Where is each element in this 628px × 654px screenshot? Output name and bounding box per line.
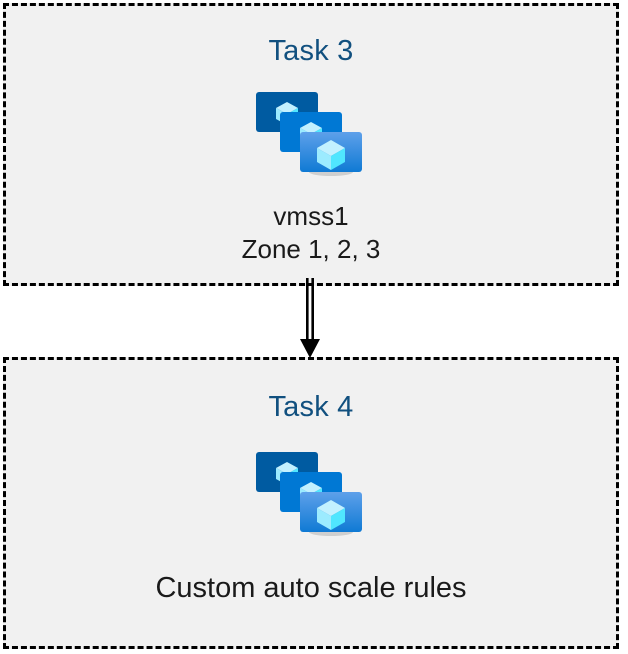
task-caption-task-4: Custom auto scale rules bbox=[155, 572, 466, 605]
vm-scale-set-icon bbox=[253, 88, 369, 182]
vm-scale-set-icon bbox=[253, 448, 369, 542]
caption-line: vmss1 bbox=[273, 201, 349, 231]
task-caption-task-3: vmss1 Zone 1, 2, 3 bbox=[242, 200, 381, 266]
caption-line: Custom auto scale rules bbox=[155, 572, 467, 604]
task-box-task-3[interactable]: Task 3 bbox=[3, 3, 619, 286]
caption-line: Zone 1, 2, 3 bbox=[241, 234, 381, 264]
task-heading-task-4: Task 4 bbox=[268, 391, 354, 423]
connector-arrow-down bbox=[298, 278, 322, 360]
task-heading-task-3: Task 3 bbox=[268, 35, 354, 67]
task-box-task-4[interactable]: Task 4 bbox=[3, 357, 619, 649]
